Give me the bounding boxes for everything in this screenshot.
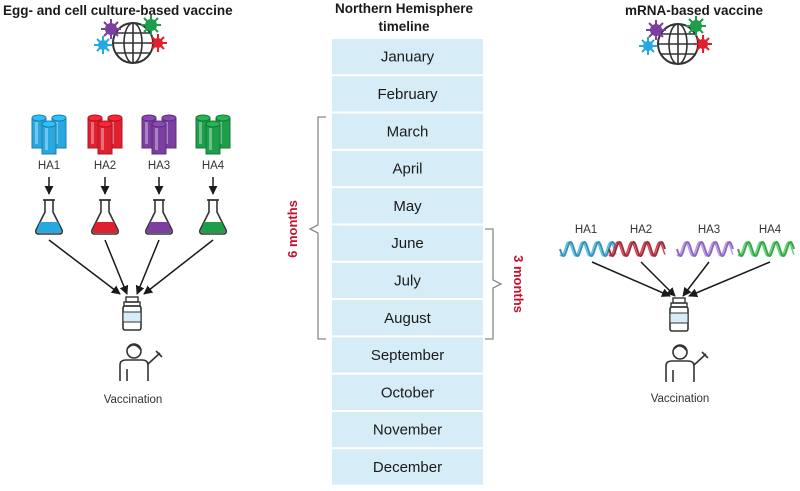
month-label: June	[391, 235, 424, 252]
flask-icon	[91, 199, 119, 235]
month-cell-bg	[330, 37, 485, 77]
month-label: September	[371, 347, 444, 364]
month-cell-bg	[330, 74, 485, 114]
virus-icon-blue	[639, 37, 657, 55]
month-cell-bg	[330, 372, 485, 413]
strain-label: HA3	[148, 160, 170, 172]
virus-icon-green	[686, 16, 706, 36]
month-cell-bg	[330, 447, 485, 487]
month-cell: July	[330, 260, 485, 301]
mrna-strain: HA2	[608, 224, 666, 258]
month-label: February	[377, 86, 438, 103]
culture-tubes-icon	[87, 114, 123, 155]
mrna-wave-icon	[559, 240, 617, 258]
month-cell: May	[330, 186, 485, 226]
month-label: April	[392, 161, 422, 178]
virus-icon-blue	[94, 36, 112, 54]
left-strain-columns: HA1 HA2 HA3 HA4	[31, 114, 231, 235]
month-cell: March	[330, 111, 485, 151]
strain-label: HA1	[38, 160, 60, 172]
three-months-label: 3 months	[511, 255, 526, 313]
month-cell: February	[330, 74, 485, 114]
month-cell-bg	[330, 260, 485, 301]
culture-tubes-icon	[141, 114, 177, 155]
mrna-wave-icon	[676, 240, 734, 258]
six-months-bracket	[308, 116, 326, 340]
mrna-strain: HA3	[676, 224, 734, 258]
mrna-strain: HA1	[559, 224, 617, 258]
strain-label: HA4	[202, 160, 225, 172]
timeline-months: JanuaryFebruaryMarchAprilMayJuneJulyAugu…	[330, 37, 485, 487]
strain-label: HA2	[94, 160, 116, 172]
month-cell: August	[330, 298, 485, 338]
vaccine-vial-icon	[669, 297, 689, 332]
strain-column: HA2	[87, 114, 123, 235]
month-cell-bg	[330, 111, 485, 151]
left-vaccination-label: Vaccination	[104, 394, 163, 406]
culture-tubes-icon	[31, 114, 67, 155]
month-cell-bg	[330, 148, 485, 189]
virus-icon-purple	[646, 20, 666, 40]
month-cell: October	[330, 372, 485, 413]
month-label: May	[393, 198, 422, 215]
month-label: November	[373, 422, 442, 439]
strain-column: HA1	[31, 114, 67, 235]
right-mrna-strains: HA1 HA2 HA3 HA4	[559, 224, 795, 258]
mrna-wave-icon	[737, 240, 795, 258]
flask-icon	[199, 199, 227, 235]
right-converging-arrows	[591, 261, 771, 298]
globe-icon	[657, 23, 699, 65]
flask-icon	[145, 199, 173, 235]
month-cell-bg	[330, 298, 485, 338]
month-cell: April	[330, 148, 485, 189]
strain-label: HA3	[698, 224, 720, 236]
culture-tubes-icon	[195, 114, 231, 155]
month-label: August	[384, 310, 432, 327]
month-cell-bg	[330, 186, 485, 226]
timeline-title-line1: Northern Hemisphere	[335, 1, 474, 16]
three-months-bracket	[485, 228, 503, 340]
month-cell: September	[330, 335, 485, 375]
vaccine-vial-icon	[122, 296, 142, 331]
month-label: January	[381, 49, 435, 66]
month-label: December	[373, 459, 442, 476]
mrna-strain: HA4	[737, 224, 795, 258]
month-label: July	[394, 272, 421, 289]
mrna-wave-icon	[608, 240, 666, 258]
virus-icon-green	[141, 15, 161, 35]
left-converging-arrows	[48, 239, 214, 295]
month-cell: January	[330, 37, 485, 77]
left-title: Egg- and cell culture-based vaccine	[3, 3, 233, 18]
right-vaccination-label: Vaccination	[651, 393, 710, 405]
virus-icon-red	[149, 34, 167, 52]
month-label: March	[387, 123, 429, 140]
strain-column: HA3	[141, 114, 177, 235]
month-cell: November	[330, 410, 485, 450]
strain-label: HA1	[575, 224, 597, 236]
month-cell: June	[330, 223, 485, 263]
strain-label: HA4	[759, 224, 782, 236]
virus-icon-red	[694, 35, 712, 53]
strain-column: HA4	[195, 114, 231, 235]
month-cell-bg	[330, 410, 485, 450]
right-title: mRNA-based vaccine	[625, 3, 764, 18]
timeline-title-line2: timeline	[378, 19, 430, 34]
strain-label: HA2	[630, 224, 652, 236]
virus-icon-purple	[101, 19, 121, 39]
vaccination-person-icon	[119, 343, 163, 381]
month-label: October	[381, 384, 434, 401]
month-cell: December	[330, 447, 485, 487]
vaccination-person-icon	[665, 344, 709, 382]
six-months-label: 6 months	[285, 200, 300, 258]
flask-icon	[35, 199, 63, 235]
